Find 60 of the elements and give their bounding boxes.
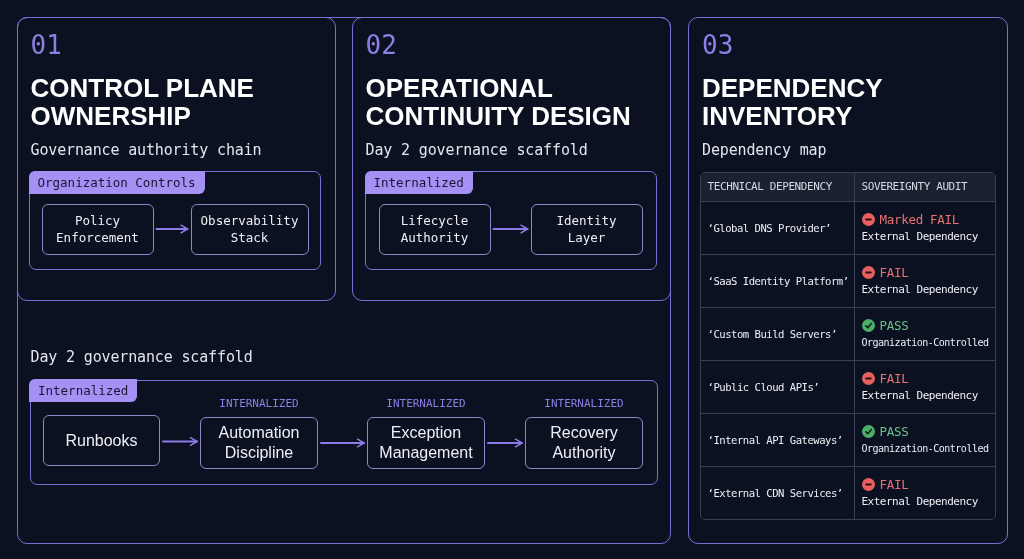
process-box — [41, 203, 154, 255]
group-tab: Internalized — [29, 379, 138, 402]
node-tag: INTERNALIZED — [544, 397, 624, 411]
step-number: 03 — [702, 30, 734, 60]
status-label: PASS — [879, 317, 909, 334]
group-frame — [29, 171, 321, 270]
dependency-name: ‘External CDN Services’ — [707, 486, 843, 499]
panel-title: CONTROL PLANE OWNERSHIP — [30, 73, 255, 130]
dependency-type: Organization-Controlled — [861, 335, 989, 350]
node-label: Automation Discipline — [217, 423, 301, 463]
arrow — [162, 436, 198, 447]
step-number: 02 — [365, 29, 397, 60]
panel-subtitle: Dependency map — [702, 140, 827, 160]
column-header: SOVEREIGNTY AUDIT — [861, 180, 968, 193]
arrow — [320, 438, 365, 448]
status-label: FAIL — [879, 370, 909, 387]
dependency-type: External Dependency — [861, 282, 978, 297]
dependency-name: ‘Global DNS Provider’ — [707, 221, 831, 234]
column-header: TECHNICAL DEPENDENCY — [707, 180, 832, 193]
node-label: Exception Management — [378, 423, 474, 463]
panel-card — [688, 17, 1008, 544]
node-label: Policy Enforcement — [55, 212, 140, 246]
process-box — [43, 415, 160, 466]
panel-title: OPERATIONAL CONTINUITY DESIGN — [365, 73, 632, 130]
node-label: Observability Stack — [199, 212, 300, 246]
arrow — [155, 224, 189, 234]
node-tag: INTERNALIZED — [219, 397, 299, 411]
node-tag: INTERNALIZED — [386, 397, 466, 411]
process-box — [190, 203, 309, 255]
dependency-name: ‘Internal API Gateways’ — [707, 433, 843, 446]
panel-title: DEPENDENCY INVENTORY — [702, 74, 884, 130]
outer-frame — [17, 17, 671, 544]
group-tab: Organization Controls — [28, 170, 205, 194]
arrow — [492, 224, 529, 234]
panel-card — [16, 16, 336, 301]
dependency-name: ‘Public Cloud APIs’ — [707, 380, 820, 393]
process-box — [530, 203, 643, 255]
dependency-type: Organization-Controlled — [861, 441, 989, 456]
dependency-type: External Dependency — [861, 494, 978, 509]
arrow — [487, 438, 523, 448]
process-box — [378, 203, 491, 255]
status-label: FAIL — [879, 264, 909, 281]
dependency-name: ‘SaaS Identity Platform’ — [707, 274, 849, 287]
group-tab: Internalized — [364, 170, 473, 194]
dependency-type: External Dependency — [861, 388, 978, 403]
node-label: Runbooks — [65, 430, 138, 451]
status-label: FAIL — [879, 476, 909, 493]
dependency-type: External Dependency — [861, 229, 978, 244]
step-number: 01 — [30, 29, 62, 60]
node-label: Identity Layer — [555, 212, 618, 246]
panel-card — [351, 16, 671, 301]
panel-subtitle: Governance authority chain — [30, 139, 262, 160]
section-heading: Day 2 governance scaffold — [30, 346, 253, 367]
node-label: Lifecycle Authority — [399, 212, 470, 246]
group-frame — [365, 171, 657, 270]
node-label: Recovery Authority — [549, 423, 619, 463]
dependency-name: ‘Custom Build Servers’ — [707, 327, 837, 340]
status-label: PASS — [879, 423, 909, 440]
status-label: Marked FAIL — [879, 211, 959, 228]
panel-subtitle: Day 2 governance scaffold — [365, 139, 588, 160]
